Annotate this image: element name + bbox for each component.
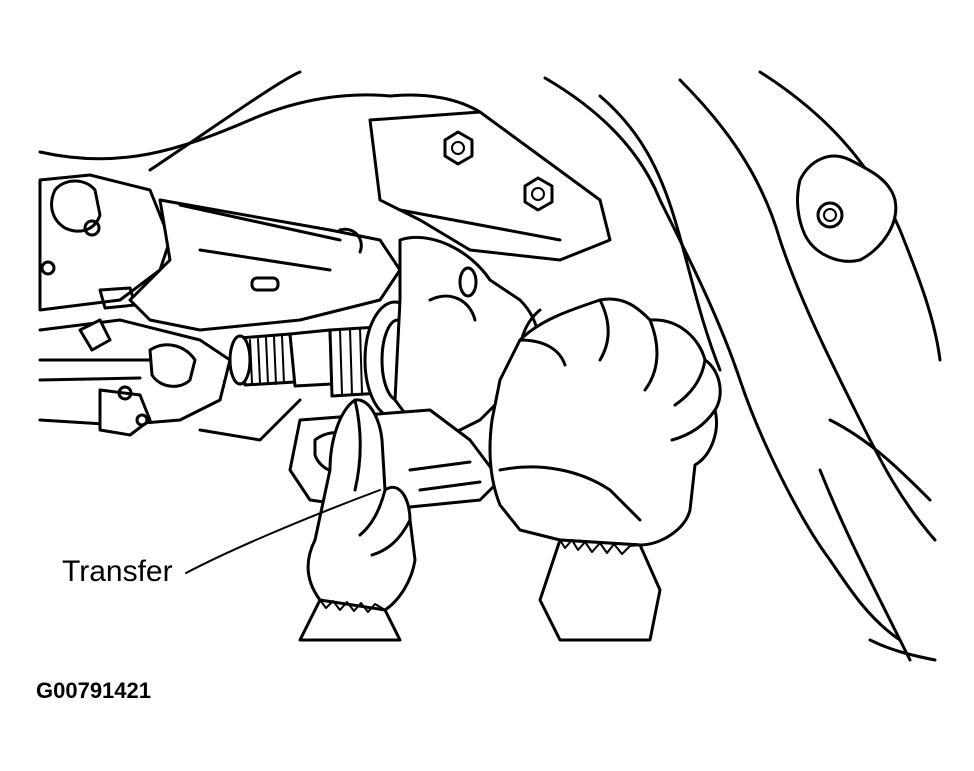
transfer-label: Transfer (62, 555, 173, 588)
transmission-housing (38, 173, 402, 442)
crossmember (368, 110, 612, 262)
nut-1-icon (443, 130, 474, 166)
nut-2-icon (523, 176, 554, 212)
figure-code: G00791421 (36, 678, 151, 703)
mount-bracket (796, 154, 898, 263)
transfer-leader-line (185, 489, 381, 574)
underbody-outline (38, 70, 942, 662)
left-hand (298, 398, 417, 642)
right-hand (488, 297, 722, 642)
